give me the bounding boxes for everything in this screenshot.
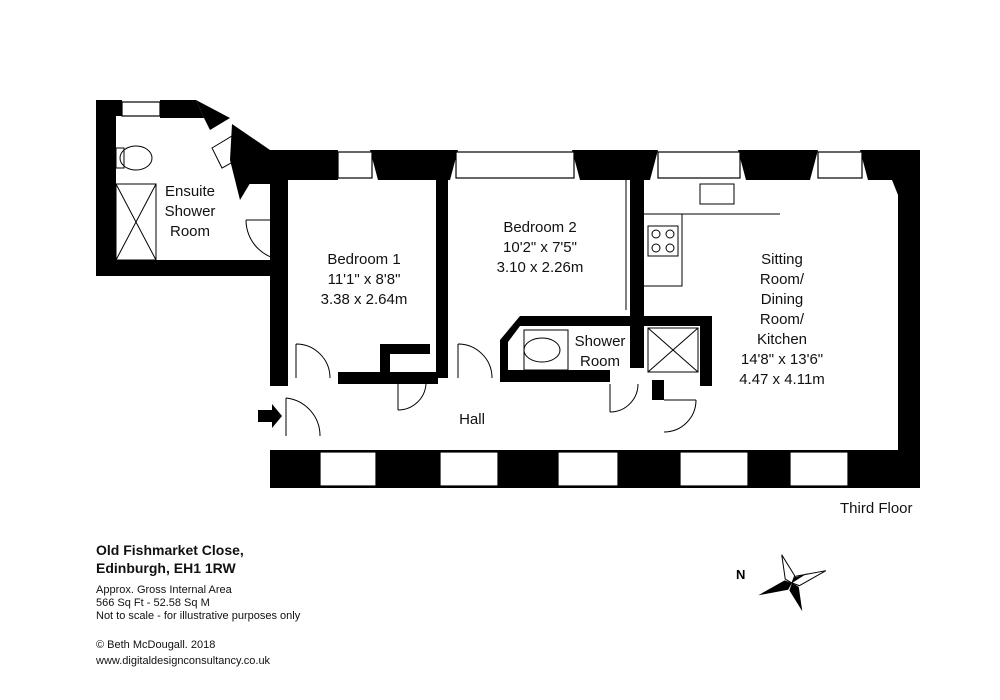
bedroom1-imperial: 11'1" x 8'8": [328, 271, 401, 288]
bedroom2-metric: 3.10 x 2.26m: [497, 259, 584, 276]
shower-label-2: Room: [580, 353, 620, 370]
sitting-imperial: 14'8" x 13'6": [741, 351, 823, 368]
sitting-metric: 4.47 x 4.11m: [739, 371, 825, 388]
copyright: © Beth McDougall. 2018: [96, 639, 216, 651]
entry-arrow-icon: [258, 404, 282, 428]
compass-north-label: N: [736, 567, 745, 582]
address: Old Fishmarket Close, Edinburgh, EH1 1RW: [96, 541, 244, 577]
fixtures: [115, 135, 780, 373]
address-line1: Old Fishmarket Close,: [96, 542, 244, 558]
bedroom2-name: Bedroom 2: [503, 219, 576, 236]
bedroom1-metric: 3.38 x 2.64m: [321, 291, 408, 308]
sitting-label-1: Sitting: [761, 251, 803, 268]
room-labels: Ensuite Shower Room Bedroom 1 11'1" x 8'…: [165, 183, 825, 428]
ensuite-label-1: Ensuite: [165, 183, 215, 200]
bedroom1-name: Bedroom 1: [327, 251, 400, 268]
sitting-label-4: Room/: [760, 311, 805, 328]
shower-label-1: Shower: [575, 333, 626, 350]
bedroom2-imperial: 10'2" x 7'5": [503, 239, 577, 256]
compass-icon: N: [736, 554, 827, 612]
sitting-label-3: Dining: [761, 291, 804, 308]
disclaimer: Not to scale - for illustrative purposes…: [96, 610, 301, 622]
area-notes: Approx. Gross Internal Area 566 Sq Ft - …: [96, 584, 300, 623]
hall-label: Hall: [459, 411, 485, 428]
website: www.digitaldesignconsultancy.co.uk: [96, 655, 271, 667]
area-value: 566 Sq Ft - 52.58 Sq M: [96, 597, 210, 609]
doors: [245, 219, 697, 437]
sitting-label-2: Room/: [760, 271, 805, 288]
area-heading: Approx. Gross Internal Area: [96, 584, 232, 596]
floor-label: Third Floor: [840, 500, 913, 517]
sitting-label-5: Kitchen: [757, 331, 807, 348]
address-line2: Edinburgh, EH1 1RW: [96, 560, 236, 576]
ensuite-label-3: Room: [170, 223, 210, 240]
credits: © Beth McDougall. 2018 www.digitaldesign…: [96, 637, 270, 669]
ensuite-label-2: Shower: [165, 203, 216, 220]
